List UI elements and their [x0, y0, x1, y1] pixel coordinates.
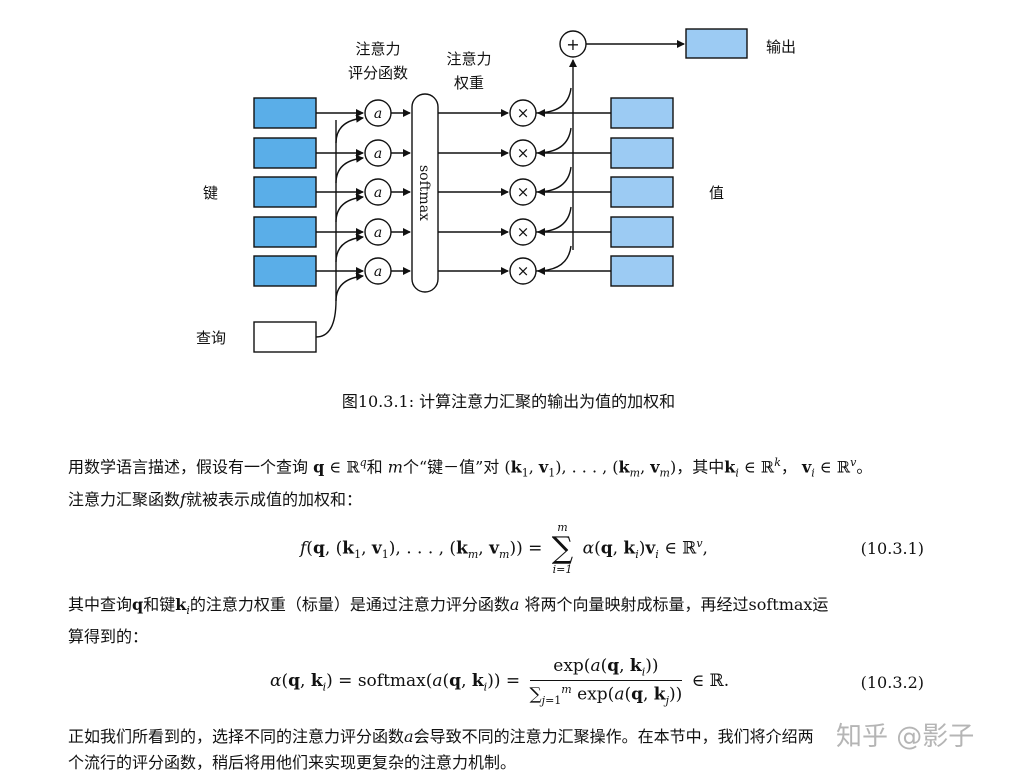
watermark: 知乎 @影子: [836, 722, 975, 752]
score-symbol: a: [374, 106, 382, 122]
weights-label-line1: 注意力: [446, 50, 491, 68]
equation-1-number: (10.3.1): [860, 539, 924, 558]
multiply-symbol: ×: [517, 183, 530, 201]
score-symbol: a: [374, 225, 382, 241]
key-box: [253, 216, 317, 248]
paragraph-3: 正如我们所看到的，选择不同的注意力评分函数a会导致不同的注意力汇聚操作。在本节中…: [68, 727, 814, 772]
score-symbol: a: [374, 185, 382, 201]
value-box: [610, 176, 674, 208]
values-label: 值: [709, 184, 724, 202]
value-box: [610, 216, 674, 248]
multiply-symbol: ×: [517, 262, 530, 280]
query-to-score-arrow: [335, 233, 364, 263]
multiply-to-sum-line: [535, 87, 572, 114]
key-box: [253, 176, 317, 208]
query-to-score-arrow: [335, 193, 364, 223]
query-box: [253, 321, 317, 353]
score-symbol: a: [374, 264, 382, 280]
softmax-label: softmax: [416, 165, 432, 221]
equation-1: f(q, (k1, v1), . . . , (km, vm)) = m∑i=1…: [300, 521, 924, 576]
key-box: [253, 255, 317, 287]
output-label: 输出: [766, 38, 796, 56]
plus-symbol: +: [566, 35, 579, 54]
attention-pooling-diagram: a × a × a × a × a × 注意力 评分函数 注意力 权重 输出 键 值 查询 + s…: [196, 28, 796, 353]
multiply-symbol: ×: [517, 144, 530, 162]
score-label-line1: 注意力: [355, 40, 400, 58]
query-to-score-arrow: [335, 114, 364, 144]
paragraph-1: 用数学语言描述，假设有一个查询 q ∈ ℝq和 m个“键－值”对 (k1, v1…: [68, 456, 873, 509]
value-box: [610, 97, 674, 129]
value-box: [610, 137, 674, 169]
weights-label-line2: 权重: [454, 74, 484, 92]
paragraph-2: 其中查询q和键ki的注意力权重（标量）是通过注意力评分函数a 将两个向量映射成标…: [68, 595, 829, 647]
multiply-to-sum-line: [535, 166, 572, 193]
query-to-score-arrow: [335, 154, 364, 184]
multiply-to-sum-line: [535, 127, 572, 154]
query-to-score-arrow: [335, 272, 364, 302]
score-label-line2: 评分函数: [348, 64, 408, 82]
equation-2: α(q, ki) = softmax(a(q, ki)) = exp(a(q, …: [270, 656, 924, 708]
multiply-to-sum-line: [535, 206, 572, 233]
value-box: [610, 255, 674, 287]
softmax-block: [411, 93, 439, 293]
key-box: [253, 97, 317, 129]
keys-label: 键: [203, 184, 218, 202]
multiply-symbol: ×: [517, 104, 530, 122]
figure-caption: 图10.3.1: 计算注意力汇聚的输出为值的加权和: [341, 392, 676, 411]
multiply-to-sum-line: [535, 245, 572, 272]
key-box: [253, 137, 317, 169]
score-symbol: a: [374, 146, 382, 162]
output-box: [685, 28, 748, 59]
query-label: 查询: [196, 329, 226, 347]
multiply-symbol: ×: [517, 223, 530, 241]
equation-2-number: (10.3.2): [860, 673, 924, 692]
